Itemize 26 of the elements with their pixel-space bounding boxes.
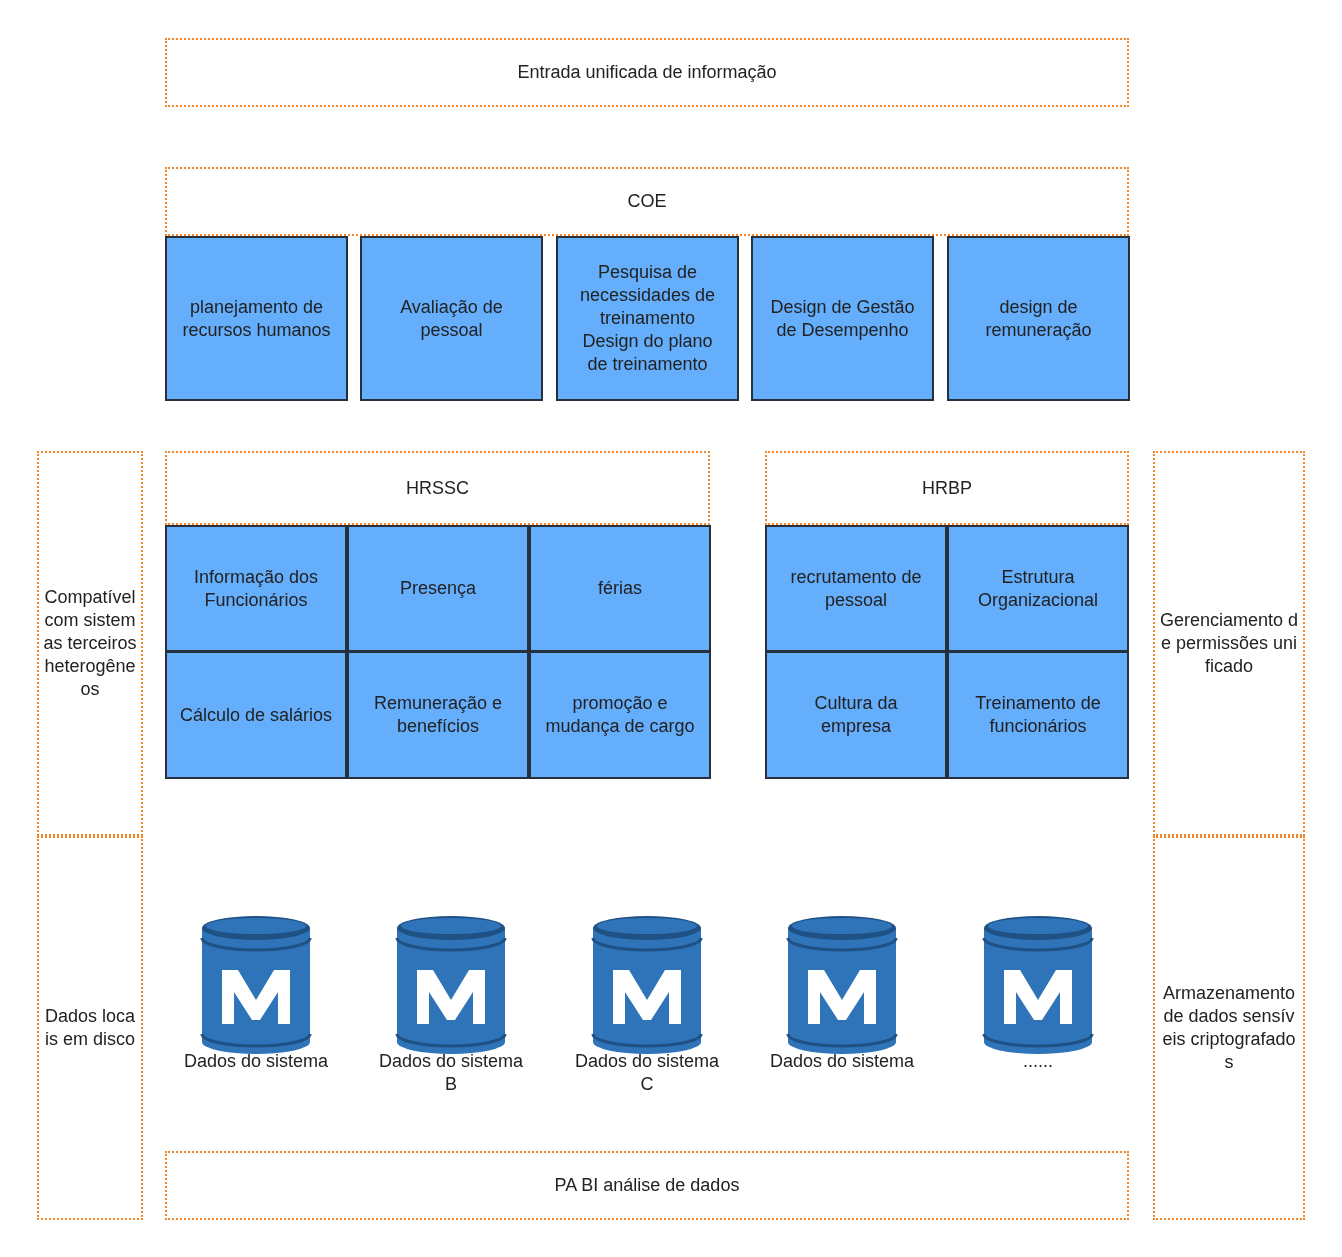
module-box: Treinamento de funcionários [947, 651, 1129, 779]
database-label: Dados do sistema B [377, 1050, 525, 1096]
database-label: ...... [1022, 1050, 1054, 1073]
side-panel: Gerenciamento de permissões unificado [1153, 451, 1305, 836]
module-box: Avaliação de pessoal [360, 236, 543, 401]
database-label: Dados do sistema [182, 1050, 330, 1073]
module-box: Cálculo de salários [165, 651, 347, 779]
database-label: Dados do sistema C [573, 1050, 721, 1096]
module-box: Design de Gestão de Desempenho [751, 236, 934, 401]
module-box: promoção e mudança de cargo [529, 651, 711, 779]
module-box: planejamento de recursos humanos [165, 236, 348, 401]
section-frame: PA BI análise de dados [165, 1151, 1129, 1220]
module-box: Informação dos Funcionários [165, 525, 347, 652]
side-panel: Armazenamento de dados sensíveis criptografados [1153, 836, 1305, 1220]
module-box: recrutamento de pessoal [765, 525, 947, 652]
module-box: férias [529, 525, 711, 652]
section-frame: Entrada unificada de informação [165, 38, 1129, 107]
side-panel: Compatível com sistemas terceiros heterogêneos [37, 451, 143, 836]
module-box: Pesquisa de necessidades de treinamento Design do plano de treinamento [556, 236, 739, 401]
database-label: Dados do sistema [768, 1050, 916, 1073]
module-box: Cultura da empresa [765, 651, 947, 779]
module-box: Remuneração e benefícios [347, 651, 529, 779]
module-box: Presença [347, 525, 529, 652]
module-box: design de remuneração [947, 236, 1130, 401]
module-box: Estrutura Organizacional [947, 525, 1129, 652]
side-panel: Dados locais em disco [37, 836, 143, 1220]
